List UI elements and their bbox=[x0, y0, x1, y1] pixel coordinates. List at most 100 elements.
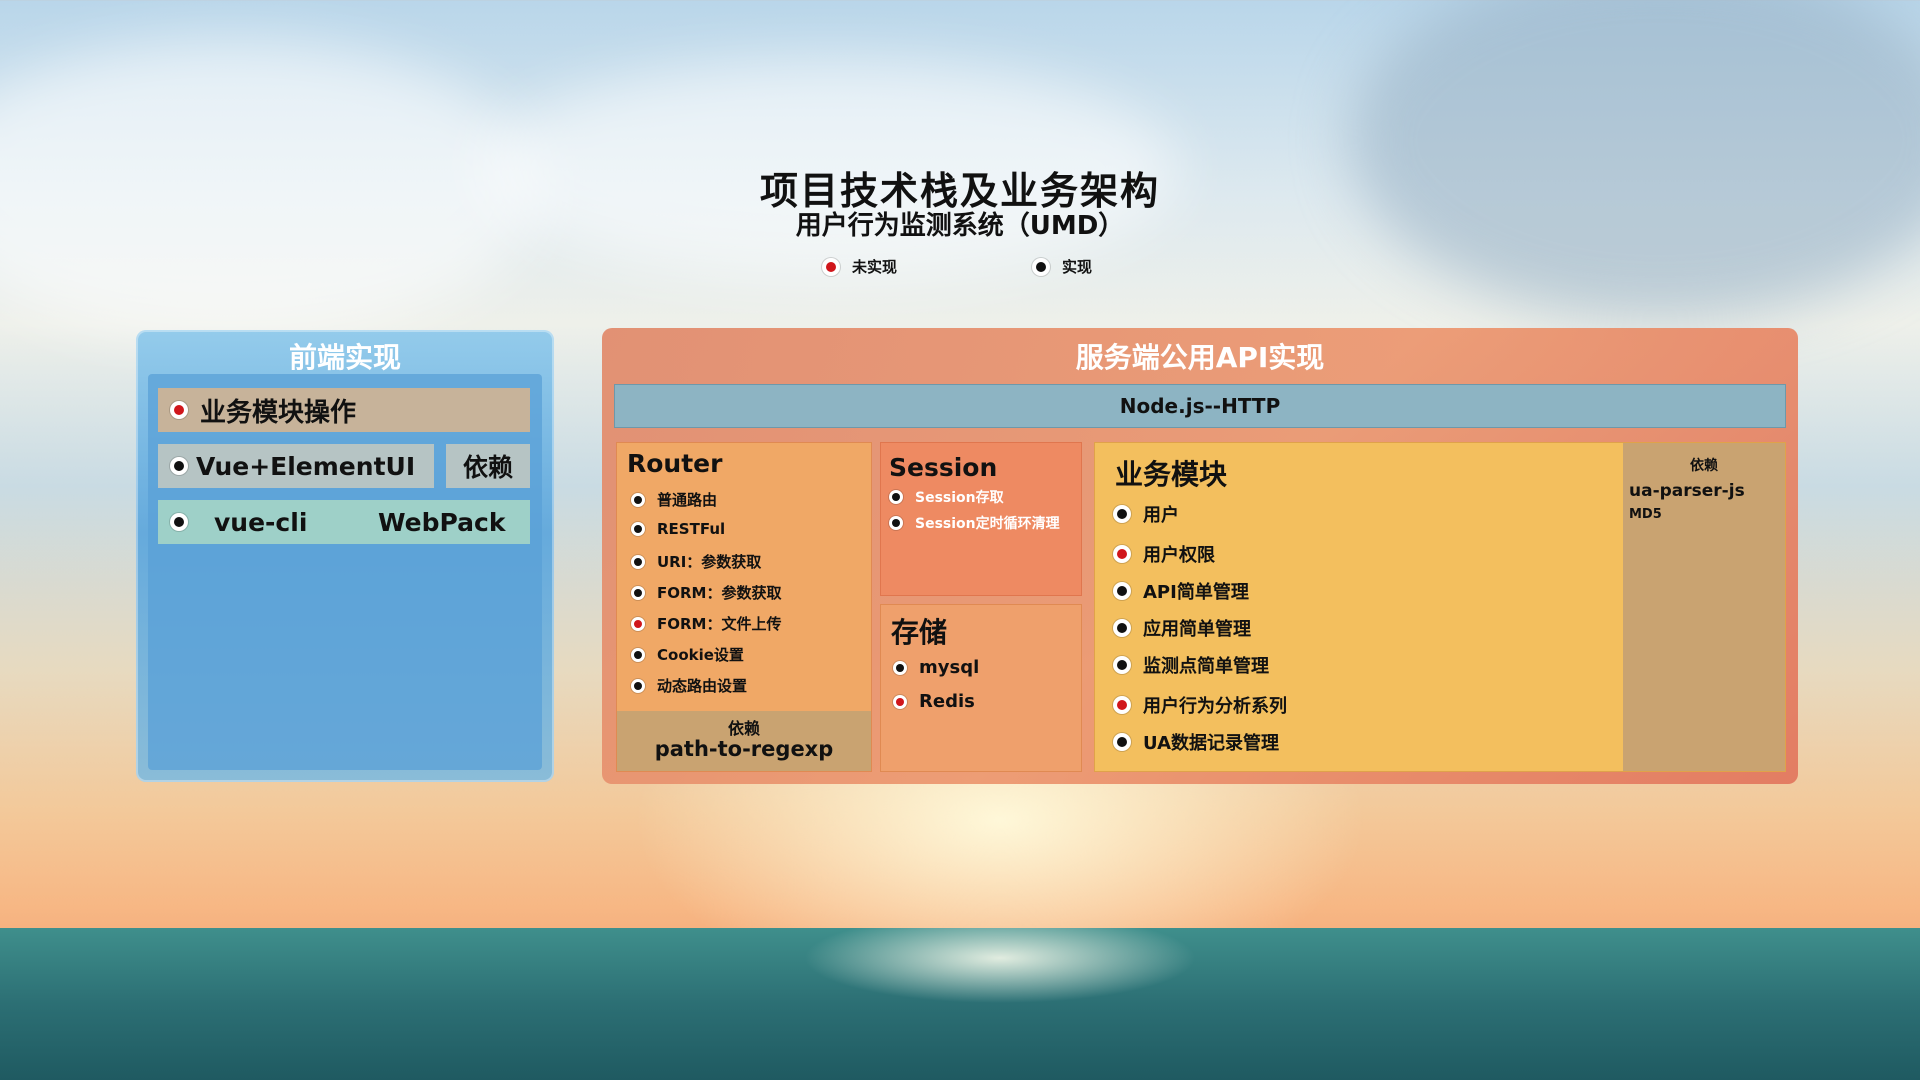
session-item-label: Session存取 bbox=[915, 490, 1004, 506]
storage-item-label: mysql bbox=[919, 657, 980, 678]
storage-title: 存储 bbox=[891, 616, 948, 649]
router-item-label: FORM：文件上传 bbox=[657, 615, 782, 633]
business-item-label: 监测点简单管理 bbox=[1143, 656, 1269, 677]
business-item: API简单管理 bbox=[1113, 578, 1249, 604]
business-item: 用户权限 bbox=[1113, 541, 1215, 567]
legend-implemented: 实现 bbox=[1032, 256, 1092, 277]
business-dep-box: 依赖 ua-parser-js MD5 bbox=[1623, 443, 1785, 771]
frontend-vue-label: Vue+ElementUI bbox=[196, 451, 416, 481]
business-dep-label: 依赖 bbox=[1690, 458, 1718, 474]
frontend-row-vue: Vue+ElementUI bbox=[158, 444, 434, 488]
router-item-label: Cookie设置 bbox=[657, 646, 744, 664]
black-dot-icon bbox=[631, 647, 645, 662]
frontend-cli-label: vue-cli bbox=[214, 507, 308, 537]
router-item-label: FORM：参数获取 bbox=[657, 584, 782, 602]
cloud-decoration bbox=[1350, 0, 1920, 320]
router-dep-label: 依赖 bbox=[727, 719, 760, 738]
black-dot-icon bbox=[1032, 257, 1050, 276]
sea-background bbox=[0, 928, 1920, 1080]
black-dot-icon bbox=[170, 513, 188, 531]
router-item-label: 动态路由设置 bbox=[657, 677, 748, 695]
router-dep-value: path-to-regexp bbox=[654, 737, 834, 761]
cloud-decoration bbox=[480, 60, 1180, 280]
session-item-label: Session定时循环清理 bbox=[915, 516, 1060, 532]
black-dot-icon bbox=[1113, 505, 1131, 523]
frontend-dep-label: 依赖 bbox=[462, 453, 513, 482]
page-title: 项目技术栈及业务架构 bbox=[760, 169, 1161, 213]
red-dot-icon bbox=[170, 401, 188, 419]
business-item: 应用简单管理 bbox=[1113, 615, 1251, 641]
black-dot-icon bbox=[893, 660, 907, 675]
frontend-webpack-label: WebPack bbox=[378, 507, 506, 537]
business-item: 用户 bbox=[1113, 501, 1179, 527]
black-dot-icon bbox=[1113, 656, 1131, 674]
business-dep-value: ua-parser-js bbox=[1629, 481, 1745, 501]
router-item-label: 普通路由 bbox=[657, 491, 718, 509]
cloud-decoration bbox=[0, 40, 540, 340]
storage-item: Redis bbox=[893, 691, 975, 712]
legend-label: 未实现 bbox=[852, 258, 898, 276]
black-dot-icon bbox=[1113, 619, 1131, 637]
router-item-label: RESTFul bbox=[657, 520, 726, 538]
business-item-label: 用户 bbox=[1143, 505, 1179, 526]
frontend-row-business: 业务模块操作 bbox=[158, 388, 530, 432]
red-dot-icon bbox=[1113, 545, 1131, 563]
black-dot-icon bbox=[889, 490, 903, 504]
router-item-label: URI：参数获取 bbox=[657, 553, 762, 571]
business-item: UA数据记录管理 bbox=[1113, 729, 1279, 755]
node-http-bar: Node.js--HTTP bbox=[614, 384, 1786, 428]
frontend-title: 前端实现 bbox=[288, 341, 401, 374]
frontend-inner: 业务模块操作 Vue+ElementUI 依赖 vue-cli WebPack bbox=[148, 374, 542, 770]
business-item-label: 应用简单管理 bbox=[1143, 619, 1251, 640]
black-dot-icon bbox=[631, 522, 645, 536]
business-item-label: 用户行为分析系列 bbox=[1143, 696, 1287, 717]
router-item: RESTFul bbox=[631, 520, 725, 538]
black-dot-icon bbox=[1113, 733, 1131, 751]
legend-label: 实现 bbox=[1062, 258, 1093, 276]
session-item: Session定时循环清理 bbox=[889, 513, 1060, 533]
router-item: 动态路由设置 bbox=[631, 675, 747, 696]
frontend-dep-badge: 依赖 bbox=[446, 444, 530, 488]
black-dot-icon bbox=[170, 457, 188, 475]
server-panel: 服务端公用API实现 Node.js--HTTP Router 普通路由 RES… bbox=[602, 328, 1798, 784]
router-item: FORM：参数获取 bbox=[631, 582, 781, 603]
session-title: Session bbox=[889, 453, 998, 482]
black-dot-icon bbox=[631, 554, 645, 569]
router-dep-box: 依赖 path-to-regexp bbox=[617, 711, 871, 771]
session-item: Session存取 bbox=[889, 487, 1004, 507]
storage-box: 存储 mysql Redis bbox=[880, 604, 1082, 772]
router-box: Router 普通路由 RESTFul URI：参数获取 FORM：参数获取 F… bbox=[616, 442, 872, 772]
black-dot-icon bbox=[631, 585, 645, 600]
router-item: Cookie设置 bbox=[631, 644, 744, 665]
session-box: Session Session存取 Session定时循环清理 bbox=[880, 442, 1082, 596]
page-subtitle: 用户行为监测系统（UMD） bbox=[795, 211, 1125, 241]
business-box: 业务模块 用户 用户权限 API简单管理 应用简单管理 监测点简单管理 用户行为… bbox=[1094, 442, 1786, 772]
storage-item: mysql bbox=[893, 657, 979, 678]
black-dot-icon bbox=[631, 492, 645, 507]
frontend-business-label: 业务模块操作 bbox=[200, 397, 357, 428]
storage-item-label: Redis bbox=[919, 691, 975, 712]
business-title: 业务模块 bbox=[1115, 458, 1228, 491]
business-item-label: 用户权限 bbox=[1143, 545, 1215, 566]
router-item: FORM：文件上传 bbox=[631, 613, 781, 634]
frontend-row-cli: vue-cli WebPack bbox=[158, 500, 530, 544]
business-item: 监测点简单管理 bbox=[1113, 652, 1269, 678]
red-dot-icon bbox=[1113, 696, 1131, 714]
router-item: 普通路由 bbox=[631, 489, 717, 510]
legend-not-implemented: 未实现 bbox=[822, 256, 897, 277]
red-dot-icon bbox=[893, 694, 907, 709]
server-title: 服务端公用API实现 bbox=[1075, 341, 1325, 374]
business-dep-value: MD5 bbox=[1629, 507, 1662, 522]
black-dot-icon bbox=[631, 678, 645, 693]
business-item: 用户行为分析系列 bbox=[1113, 692, 1287, 718]
frontend-panel: 前端实现 业务模块操作 Vue+ElementUI 依赖 vue-cli Web… bbox=[136, 330, 554, 782]
red-dot-icon bbox=[822, 257, 840, 276]
business-item-label: API简单管理 bbox=[1143, 582, 1249, 603]
business-item-label: UA数据记录管理 bbox=[1143, 733, 1279, 754]
node-http-label: Node.js--HTTP bbox=[1119, 394, 1281, 418]
router-title: Router bbox=[627, 449, 723, 478]
black-dot-icon bbox=[889, 516, 903, 530]
router-item: URI：参数获取 bbox=[631, 551, 761, 572]
red-dot-icon bbox=[631, 616, 645, 631]
black-dot-icon bbox=[1113, 582, 1131, 600]
